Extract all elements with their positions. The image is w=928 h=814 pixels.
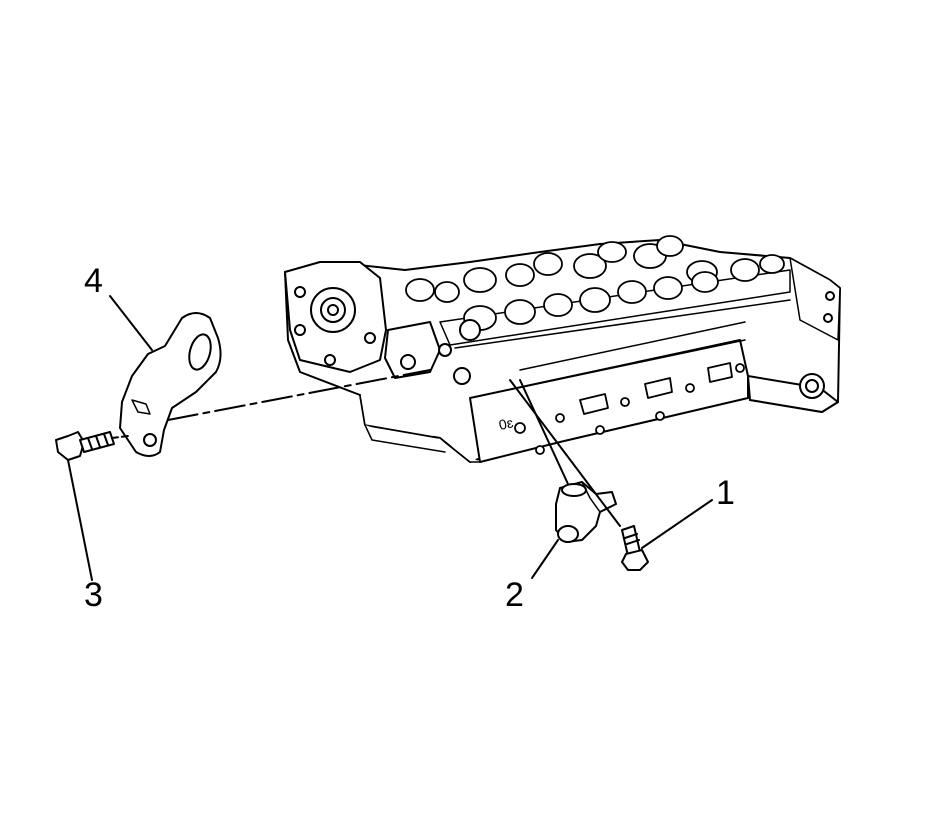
camshaft-position-sensor xyxy=(555,481,617,543)
leader-line-1 xyxy=(641,499,713,549)
callout-2: 2 xyxy=(505,576,524,614)
leader-line-2 xyxy=(531,539,559,579)
bolt-3 xyxy=(55,431,115,461)
alignment-line-bolt-1 xyxy=(509,379,621,527)
bracket xyxy=(119,312,222,457)
leader-line-4 xyxy=(109,295,153,351)
alignment-line-sensor xyxy=(519,379,569,485)
alignment-line-bracket xyxy=(167,369,431,421)
callout-3: 3 xyxy=(84,576,103,614)
callout-4: 4 xyxy=(84,262,103,300)
svg-text:0ɛ: 0ɛ xyxy=(497,414,515,433)
cylinder-head: 0ɛ xyxy=(284,235,841,463)
alignment-line-bolt-3 xyxy=(111,435,129,439)
leader-line-3 xyxy=(67,459,93,581)
callout-1: 1 xyxy=(716,474,735,512)
bolt-1 xyxy=(621,525,649,571)
